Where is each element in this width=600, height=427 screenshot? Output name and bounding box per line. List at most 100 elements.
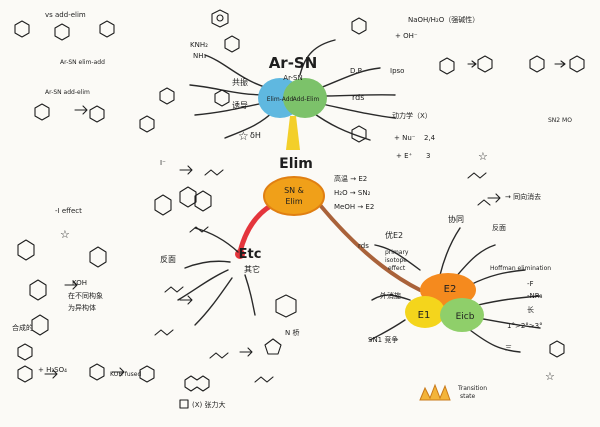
hub-sn-elim-body: [263, 176, 325, 216]
note-num-3: 3: [426, 152, 430, 160]
ring-cyclohex-1: [17, 239, 35, 261]
hub-e-mech-eicb-label: Eicb: [456, 312, 475, 322]
arrow-4: [179, 165, 193, 175]
ring-left-5: [89, 105, 105, 123]
hub-ar-sn-left-label: Elim-Add: [267, 96, 294, 103]
note-huanyuan: 外消旋: [380, 291, 401, 300]
annotations-left-mid: I⁻ -I effect 反面 KOH 在不同构象 为异构体 合成的 + H₂S…: [12, 159, 176, 378]
ring-hecheng-4: [139, 365, 155, 383]
hub-sn-elim-right-arm: [318, 203, 422, 292]
note-fan-mian: 反面: [492, 223, 506, 232]
note-oh-minus: + OH⁻: [395, 32, 418, 40]
ring-hecheng-2: [17, 365, 33, 383]
note-n-cheng: N 桥: [285, 328, 299, 337]
hub-ar-sn-stem: [286, 116, 300, 150]
arrow-10: [487, 193, 501, 203]
annotations-bottom-mid: 优E2 rds primary isotope effect 外消旋 SN1 竞…: [358, 230, 409, 344]
arrow-5: [64, 280, 78, 290]
note-sn2-mo: SN2 MO: [548, 117, 572, 124]
annotations-top-left: vs add-elim Ar-SN elim-add Ar-SN add-eli…: [45, 11, 261, 140]
ring-hecheng-6: [194, 190, 212, 212]
note-bottom-rds: rds: [358, 242, 369, 250]
note-kinetic: 动力学（X）: [392, 111, 432, 120]
hub-ar-sn-right-lobe: [283, 78, 327, 118]
ring-left-4: [34, 103, 50, 121]
ring-top-right: [351, 17, 367, 35]
note-ar-sn-elim-add: Ar-SN elim-add: [60, 59, 105, 66]
note-meoh: MeOH → E2: [334, 203, 374, 211]
hub-ar-sn-subtitle: Ar-SN: [283, 74, 302, 82]
note-gongzhen: 共振: [232, 77, 248, 87]
note-oh: δH: [250, 131, 261, 140]
ring-far-right-4: [569, 55, 585, 73]
ring-far-right-3: [529, 55, 545, 73]
note-youdao: 诱导: [232, 100, 248, 110]
note-num-24: 2,4: [424, 134, 436, 142]
note-sn1-sheng: SN1 竞争: [368, 335, 398, 344]
note-san: 三: [505, 344, 512, 352]
arrow-8: [239, 347, 253, 357]
note-isomers: 为异构体: [68, 303, 96, 312]
star-icon: ☆: [478, 150, 488, 163]
ring-pentagon: [264, 338, 282, 355]
note-transition: Transition: [457, 385, 487, 392]
note-ipso: Ipso: [390, 67, 404, 75]
hub-e-mech-e1-label: E1: [418, 310, 431, 321]
hub-sn-elim-line1: SN &: [284, 186, 304, 195]
arrow-3: [554, 60, 566, 68]
note-rds: rds: [352, 93, 364, 102]
chain-2: [467, 172, 487, 179]
ring-ar-2: [214, 89, 230, 107]
hub-sn-elim-line2: Elim: [285, 197, 303, 206]
note-koh-fused: KOH fused: [110, 371, 141, 378]
note-fan: 反面: [160, 254, 176, 264]
arrow-2: [467, 60, 477, 68]
hub-ar-sn-right-label: Add-Elim: [293, 96, 320, 103]
chain-5: [154, 329, 174, 336]
ring-left-2: [54, 23, 70, 41]
note-knh2: KNH₂: [190, 41, 208, 49]
chain-4: [164, 286, 184, 293]
hub-etc-title: Etc: [239, 247, 262, 262]
transition-state-sketch: [419, 383, 451, 401]
hub-sn-elim-left-arm: [237, 202, 275, 255]
arrow-6: [44, 369, 58, 379]
note-same-elim: → 同向消去: [505, 192, 541, 201]
ring-hecheng-5: [179, 186, 197, 208]
note-hoffman: Hoffman elimination: [490, 265, 551, 272]
chain-7: [189, 226, 209, 233]
ring-hecheng-1: [17, 343, 33, 361]
note-xie: 协同: [448, 214, 464, 224]
ring-hecheng-7: [154, 194, 172, 216]
ring-cyclohex-4: [31, 314, 49, 336]
note-i-effect: -I effect: [55, 207, 82, 215]
ring-left-1: [14, 20, 30, 38]
note-box-text: (X) 张力大: [192, 400, 225, 409]
note-nh3: NH₃: [193, 52, 207, 60]
note-degree: 1°>2°>3°: [507, 322, 543, 330]
note-i-minus: I⁻: [160, 159, 166, 167]
hub-sn-elim: Elim SN & Elim: [235, 156, 422, 292]
note-isotope: isotope: [385, 257, 407, 264]
note-chang: 长: [527, 305, 534, 314]
note-naoh: NaOH/H₂O（强碱性）: [408, 15, 479, 24]
ring-center-right: [351, 125, 367, 143]
annotations-center-right: 高温 → E2 H₂O → SN₂ MeOH → E2 → 同向消去: [334, 174, 541, 211]
chain-6: [209, 352, 229, 359]
hub-e-mech-branches: [369, 227, 541, 353]
star-icon: ☆: [60, 228, 70, 241]
note-nr3: -NR₃: [527, 292, 543, 300]
note-nu-plus: + Nu⁻: [394, 134, 416, 142]
ring-bicyclic-bottom: [184, 375, 210, 392]
hub-sn-elim-title: Elim: [279, 156, 313, 172]
ring-ar-1: [159, 87, 175, 105]
ring-mech-right: [549, 340, 565, 358]
ring-ar-4: [224, 35, 240, 53]
hub-e-mech-e2-label: E2: [444, 284, 457, 295]
annotations-bottom-right: 协同 反面 Hoffman elimination -F -NR₃ 长 1°>2…: [448, 214, 551, 352]
note-state: state: [460, 393, 476, 400]
ring-ar-3: [139, 115, 155, 133]
star-icon: ☆: [238, 129, 249, 143]
note-hecheng: 合成的: [12, 323, 33, 332]
